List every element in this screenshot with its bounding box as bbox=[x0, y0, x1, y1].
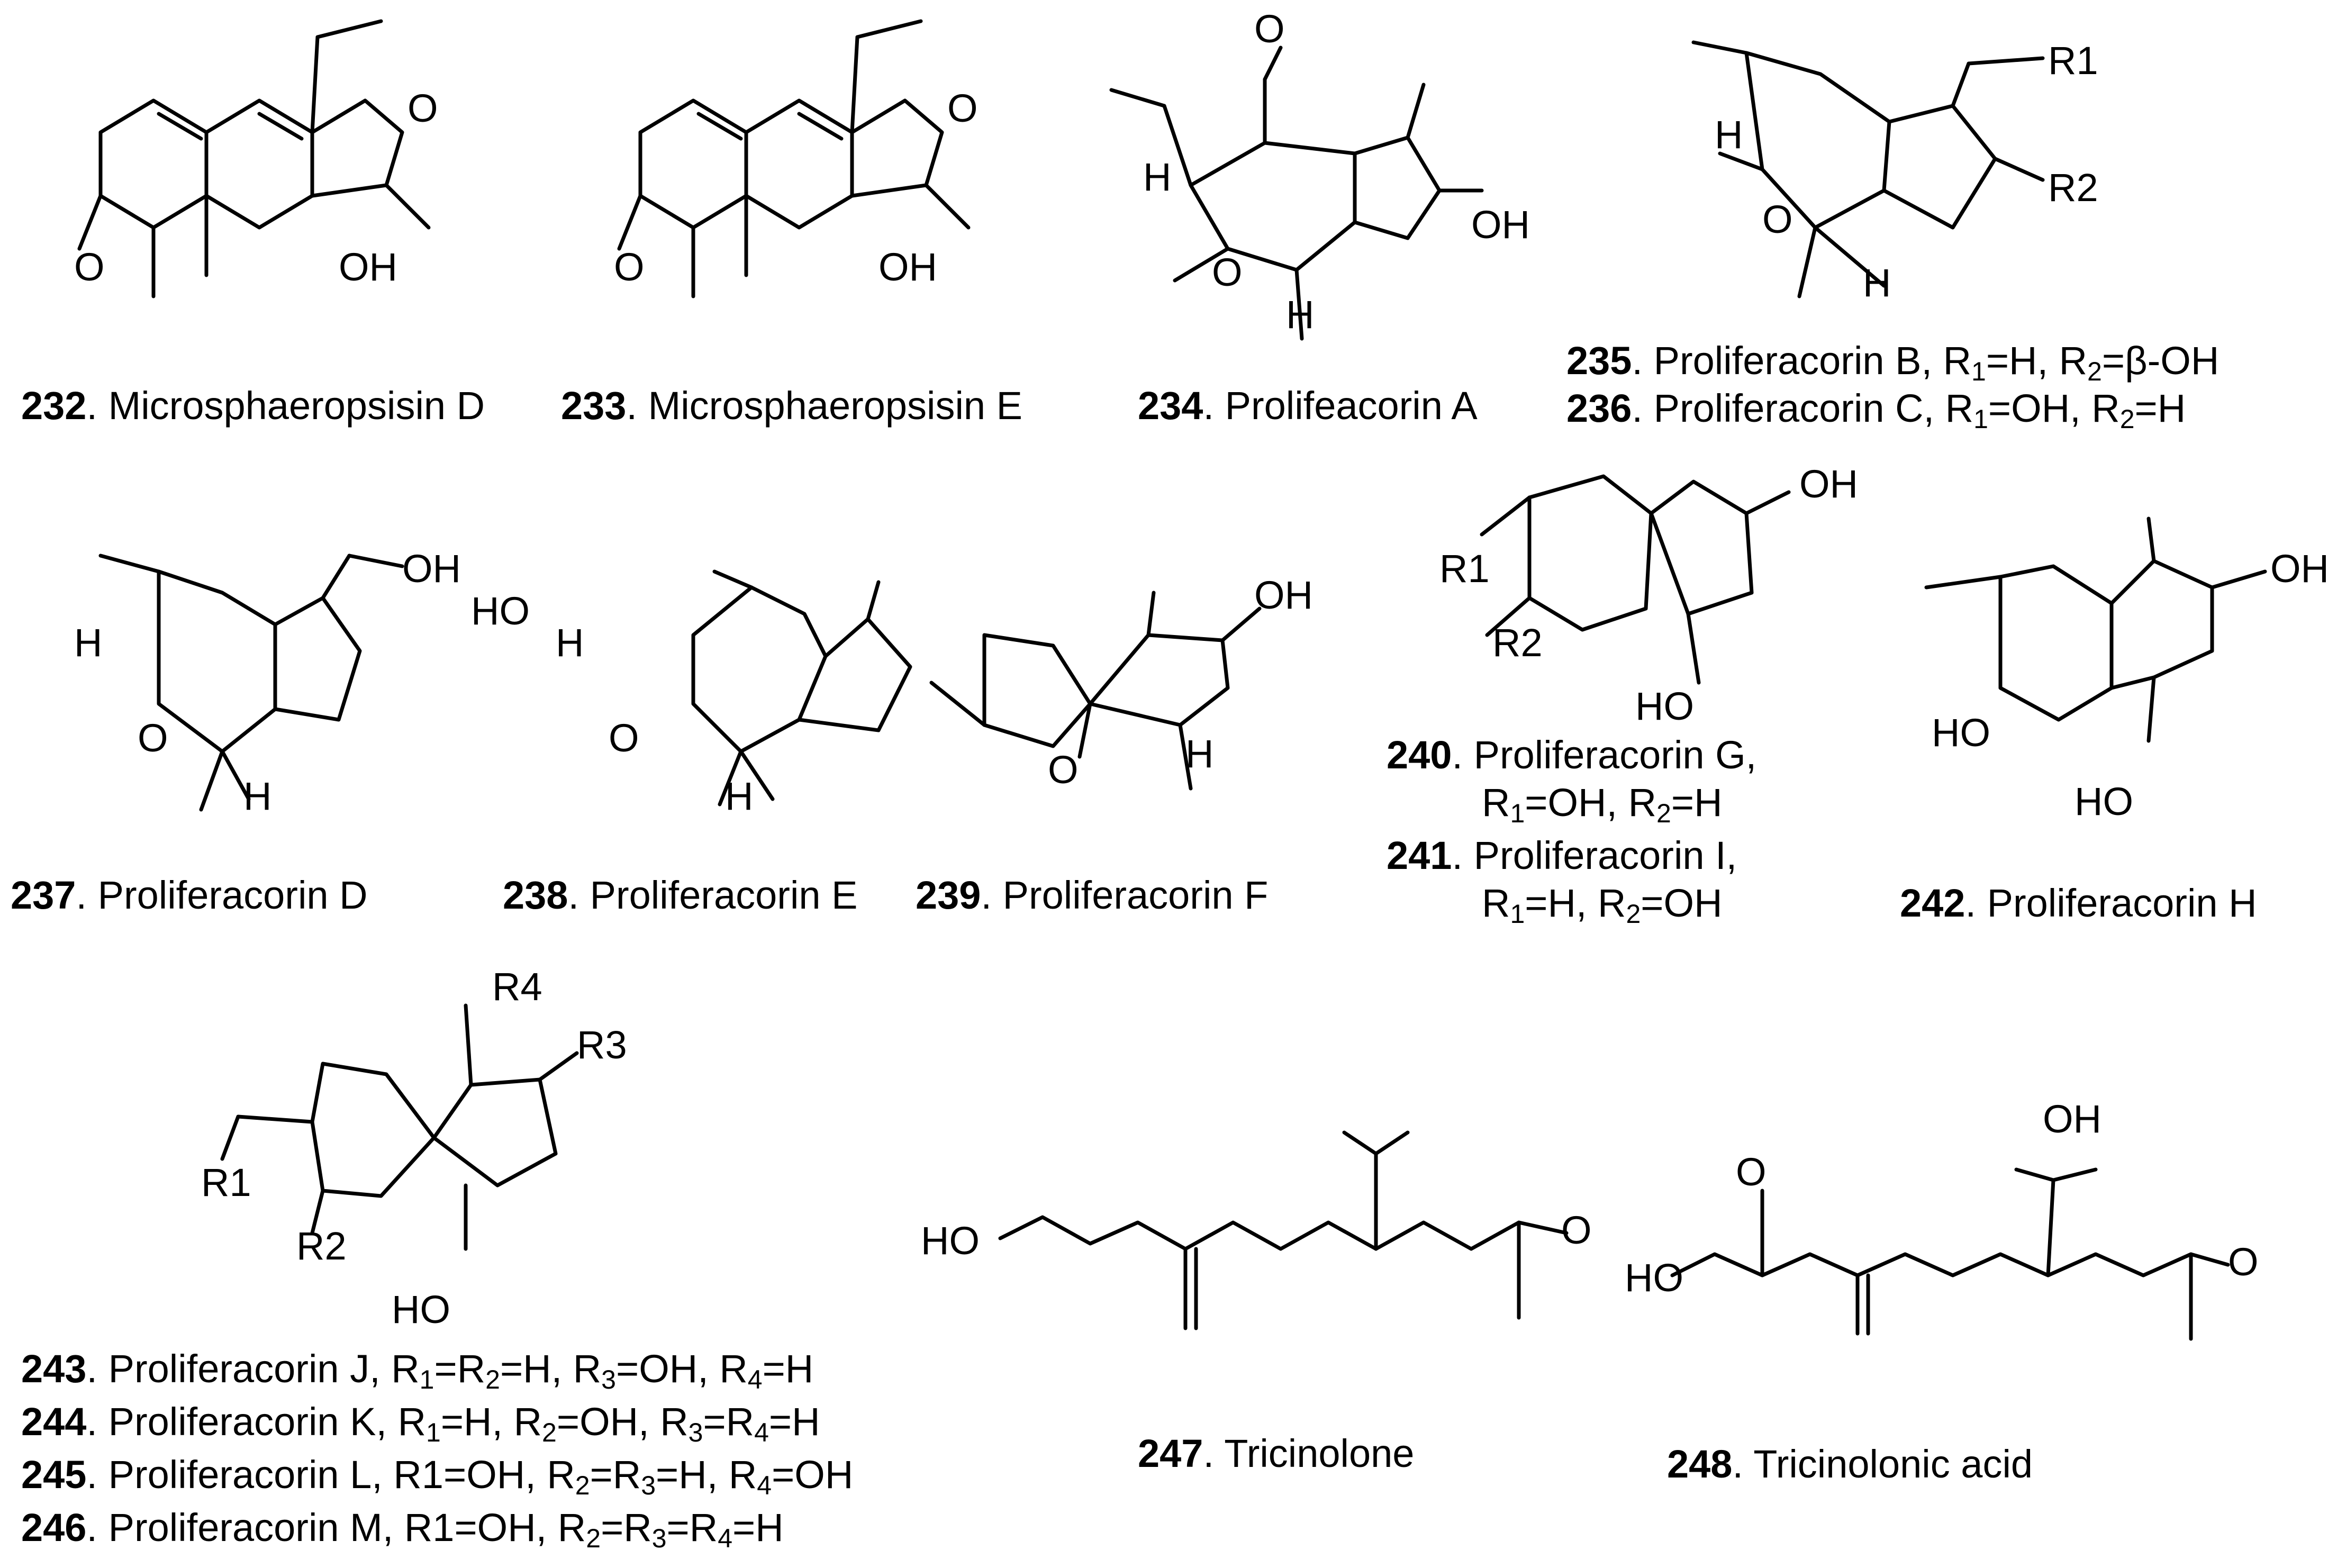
atom-H: H bbox=[243, 774, 271, 818]
atom-OH: OH bbox=[878, 245, 937, 289]
atom-HO: HO bbox=[392, 1288, 450, 1331]
atom-H: H bbox=[1185, 732, 1213, 776]
caption-239: 239. Proliferacorin F bbox=[916, 873, 1269, 917]
atom-H: H bbox=[556, 621, 584, 665]
caption-240: 240. Proliferacorin G, bbox=[1387, 733, 1757, 777]
atom-HO: HO bbox=[471, 589, 530, 633]
caption-248: 248. Tricinolonic acid bbox=[1667, 1442, 2033, 1486]
caption-232: 232. Microsphaeropsisin D bbox=[21, 384, 485, 428]
atom-OH: OH bbox=[402, 547, 461, 591]
atom-O: O bbox=[1212, 250, 1243, 294]
atom-O: O bbox=[2228, 1240, 2259, 1284]
atom-O: O bbox=[138, 716, 168, 760]
caption-235: 235. Proliferacorin B, R1=H, R2=β-OH bbox=[1566, 339, 2220, 386]
atom-O: O bbox=[947, 86, 978, 130]
atom-H: H bbox=[74, 621, 102, 665]
caption-238: 238. Proliferacorin E bbox=[503, 873, 858, 917]
structure-247: HO O bbox=[921, 1130, 1592, 1330]
atom-O: O bbox=[1048, 748, 1079, 792]
atom-R1: R1 bbox=[201, 1161, 251, 1204]
atom-O: O bbox=[614, 245, 645, 289]
structure-238: HO H O H bbox=[471, 569, 912, 818]
structure-237: H O H OH bbox=[74, 547, 461, 818]
atom-OH: OH bbox=[1799, 462, 1858, 506]
atom-R2: R2 bbox=[1492, 621, 1543, 665]
caption-242: 242. Proliferacorin H bbox=[1900, 881, 2257, 925]
atom-O: O bbox=[1762, 197, 1793, 241]
caption-247: 247. Tricinolone bbox=[1138, 1431, 1415, 1475]
caption-237: 237. Proliferacorin D bbox=[11, 873, 368, 917]
structure-248: O HO OH O bbox=[1625, 1097, 2259, 1341]
caption-233: 233. Microsphaeropsisin E bbox=[561, 384, 1023, 428]
atom-R2: R2 bbox=[2048, 166, 2098, 210]
caption-236: 236. Proliferacorin C, R1=OH, R2=H bbox=[1566, 386, 2186, 434]
atom-R4: R4 bbox=[492, 965, 542, 1009]
structure-235-236: H O H R1 R2 bbox=[1691, 39, 2098, 305]
atom-HO: HO bbox=[2075, 780, 2133, 823]
structure-239: OH O H bbox=[929, 573, 1313, 792]
structure-234: O H O H OH bbox=[1109, 7, 1530, 341]
atom-H: H bbox=[1286, 293, 1314, 337]
caption-243: 243. Proliferacorin J, R1=R2=H, R3=OH, R… bbox=[21, 1347, 814, 1394]
atom-O: O bbox=[1561, 1208, 1592, 1252]
structure-240-241: R1 R2 OH HO bbox=[1439, 462, 1858, 728]
atom-HO: HO bbox=[1625, 1256, 1683, 1300]
caption-241-subst: R1=H, R2=OH bbox=[1482, 881, 1723, 929]
structure-232: O O OH bbox=[74, 19, 438, 298]
caption-241: 241. Proliferacorin I, bbox=[1387, 833, 1737, 877]
caption-245: 245. Proliferacorin L, R1=OH, R2=R3=H, R… bbox=[21, 1453, 854, 1500]
structure-243-246: R4 R3 R1 R2 HO bbox=[201, 965, 627, 1331]
structure-242: OH HO HO bbox=[1924, 516, 2328, 823]
atom-O: O bbox=[74, 245, 105, 289]
atom-O: O bbox=[1736, 1150, 1767, 1194]
atom-R3: R3 bbox=[577, 1023, 627, 1067]
structure-233: O O OH bbox=[614, 19, 978, 298]
atom-OH: OH bbox=[1254, 573, 1313, 617]
atom-H: H bbox=[1863, 261, 1891, 305]
atom-HO: HO bbox=[1932, 711, 1990, 755]
atom-H: H bbox=[1715, 113, 1743, 157]
caption-244: 244. Proliferacorin K, R1=H, R2=OH, R3=R… bbox=[21, 1400, 820, 1447]
atom-R1: R1 bbox=[1439, 547, 1490, 591]
atom-HO: HO bbox=[1635, 684, 1694, 728]
atom-HO: HO bbox=[921, 1219, 980, 1263]
caption-234: 234. Prolifeacorin A bbox=[1138, 384, 1478, 428]
atom-O: O bbox=[407, 86, 438, 130]
atom-H: H bbox=[725, 774, 753, 818]
atom-OH: OH bbox=[1471, 203, 1530, 247]
caption-240-subst: R1=OH, R2=H bbox=[1482, 781, 1723, 828]
atom-O: O bbox=[1254, 7, 1285, 51]
atom-OH: OH bbox=[339, 245, 397, 289]
atom-OH: OH bbox=[2043, 1097, 2101, 1141]
atom-OH: OH bbox=[2270, 547, 2328, 591]
atom-H: H bbox=[1143, 155, 1171, 199]
caption-246: 246. Proliferacorin M, R1=OH, R2=R3=R4=H bbox=[21, 1506, 784, 1553]
atom-R1: R1 bbox=[2048, 39, 2098, 83]
atom-R2: R2 bbox=[296, 1224, 347, 1268]
atom-O: O bbox=[609, 716, 639, 760]
